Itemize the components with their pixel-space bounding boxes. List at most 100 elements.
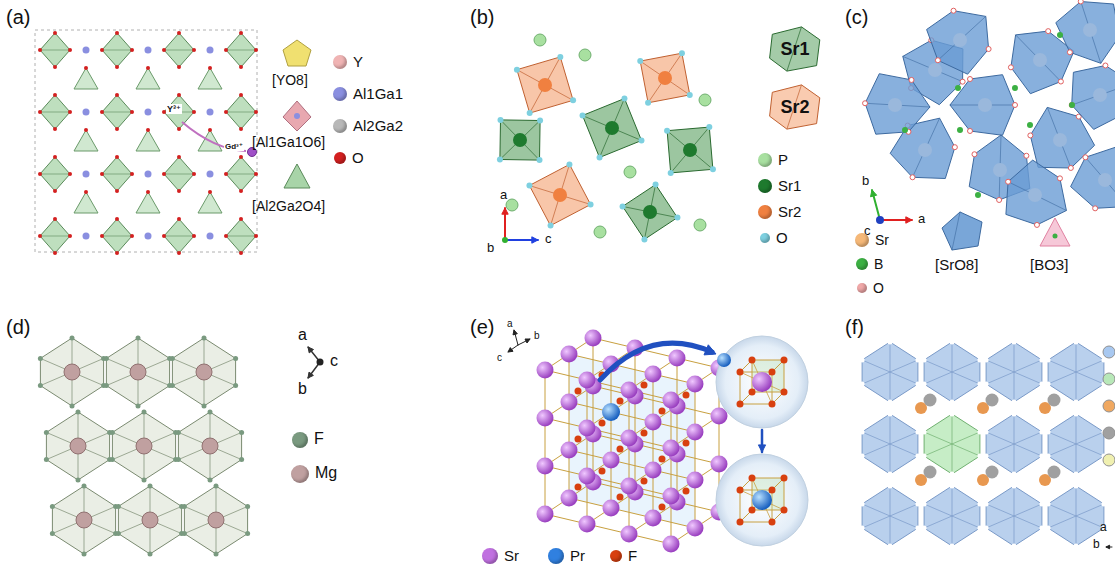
legend-swatch bbox=[758, 179, 772, 193]
oxygen-atom bbox=[968, 77, 973, 82]
legend-text: Sr1 bbox=[778, 177, 801, 194]
octahedron bbox=[667, 127, 713, 173]
f-atom bbox=[683, 440, 690, 447]
octahedron bbox=[924, 414, 980, 474]
polyhedron-edge bbox=[118, 506, 181, 533]
vertex-atom bbox=[860, 430, 865, 435]
legend-text: F bbox=[628, 547, 637, 564]
f-atom bbox=[683, 392, 690, 399]
vertex-atom bbox=[888, 400, 893, 405]
sr-atom bbox=[537, 410, 554, 427]
oxygen-atom bbox=[68, 110, 72, 114]
vertex-atom bbox=[110, 457, 115, 462]
pr-atom bbox=[717, 353, 731, 367]
octahedron bbox=[40, 219, 70, 253]
polyhedron-edge bbox=[1047, 107, 1071, 168]
oxygen-atom bbox=[100, 110, 104, 114]
sr-atom bbox=[561, 442, 578, 459]
legend-text: Pr bbox=[570, 547, 585, 564]
oxygen-atom bbox=[100, 234, 104, 238]
vertex-atom bbox=[1074, 484, 1079, 489]
al-atom bbox=[145, 233, 152, 240]
p-atom bbox=[506, 199, 518, 211]
vertex-atom bbox=[50, 504, 55, 509]
oxygen-atom bbox=[679, 50, 685, 56]
oxygen-atom bbox=[68, 48, 72, 52]
a-site-atom bbox=[986, 394, 999, 407]
tetrahedron bbox=[198, 68, 222, 89]
oxygen-atom bbox=[146, 128, 150, 132]
polyhedron-edge bbox=[226, 50, 256, 51]
octahedron bbox=[102, 157, 132, 191]
axis-label: a bbox=[298, 326, 307, 344]
vertex-atom bbox=[38, 383, 43, 388]
vertex-atom bbox=[233, 383, 238, 388]
octahedron bbox=[862, 486, 918, 546]
vertex-atom bbox=[1012, 472, 1017, 477]
oxygen-atom bbox=[162, 172, 166, 176]
oxygen-atom bbox=[115, 127, 119, 131]
legend-swatch bbox=[292, 432, 308, 448]
sr-polyhedron-node: Sr1 bbox=[768, 26, 822, 72]
cube-edge bbox=[752, 360, 784, 392]
polyhedron-edge bbox=[40, 358, 103, 385]
sr-atom bbox=[1028, 188, 1042, 202]
vertex-atom bbox=[104, 383, 109, 388]
octahedron bbox=[583, 99, 642, 158]
sr-atom bbox=[579, 516, 596, 533]
sr-atom bbox=[621, 382, 638, 399]
sr-atom bbox=[663, 536, 680, 553]
vertex-atom bbox=[922, 454, 927, 459]
legend-atom bbox=[1103, 373, 1115, 385]
oxygen-atom bbox=[146, 190, 150, 194]
sro8-polyhedron bbox=[1072, 66, 1115, 130]
zoom-circle bbox=[716, 454, 808, 546]
al-atom bbox=[294, 113, 300, 119]
f-atom bbox=[641, 382, 648, 389]
sr-atom bbox=[683, 143, 697, 157]
f-atom bbox=[769, 369, 776, 376]
arrow-head bbox=[758, 445, 765, 452]
vertex-atom bbox=[44, 430, 49, 435]
sr-atom bbox=[585, 330, 602, 347]
f-atom bbox=[749, 475, 756, 482]
f-atom bbox=[683, 488, 690, 495]
f-atom bbox=[769, 519, 776, 526]
tetrahedron bbox=[136, 68, 160, 89]
vertex-atom bbox=[239, 430, 244, 435]
oxygen-atom bbox=[68, 234, 72, 238]
vertex-atom bbox=[1046, 358, 1051, 363]
polyhedron-edge bbox=[1048, 504, 1104, 528]
p-atom bbox=[694, 219, 706, 231]
oxygen-atom bbox=[162, 48, 166, 52]
oxygen-atom bbox=[192, 234, 196, 238]
oxygen-atom bbox=[130, 234, 134, 238]
vertex-atom bbox=[950, 484, 955, 489]
oxygen-atom bbox=[130, 48, 134, 52]
octahedron bbox=[1048, 342, 1104, 402]
oxygen-atom bbox=[177, 93, 181, 97]
oxygen-atom bbox=[130, 172, 134, 176]
vertex-atom bbox=[950, 340, 955, 345]
vertex-atom bbox=[233, 356, 238, 361]
arrow-head bbox=[508, 348, 513, 352]
octahedron bbox=[118, 486, 181, 554]
arrow-head bbox=[871, 190, 877, 197]
sr-atom bbox=[538, 78, 552, 92]
sr-atom bbox=[1098, 173, 1112, 187]
legend-swatch bbox=[333, 119, 347, 133]
vertex-atom bbox=[76, 410, 81, 415]
dopant-arrow bbox=[182, 122, 246, 151]
f-atom bbox=[769, 401, 776, 408]
axis-label: b bbox=[298, 380, 307, 398]
sr-atom bbox=[978, 98, 992, 112]
vertex-atom bbox=[1012, 484, 1017, 489]
polyhedron-edge bbox=[184, 506, 247, 533]
vertex-atom bbox=[922, 382, 927, 387]
oxygen-atom bbox=[224, 172, 228, 176]
vertex-atom bbox=[950, 472, 955, 477]
sr-atom bbox=[1033, 53, 1047, 67]
unit-cell bbox=[35, 30, 257, 252]
oxygen-atom bbox=[239, 31, 243, 35]
a-site-atom bbox=[924, 466, 937, 479]
